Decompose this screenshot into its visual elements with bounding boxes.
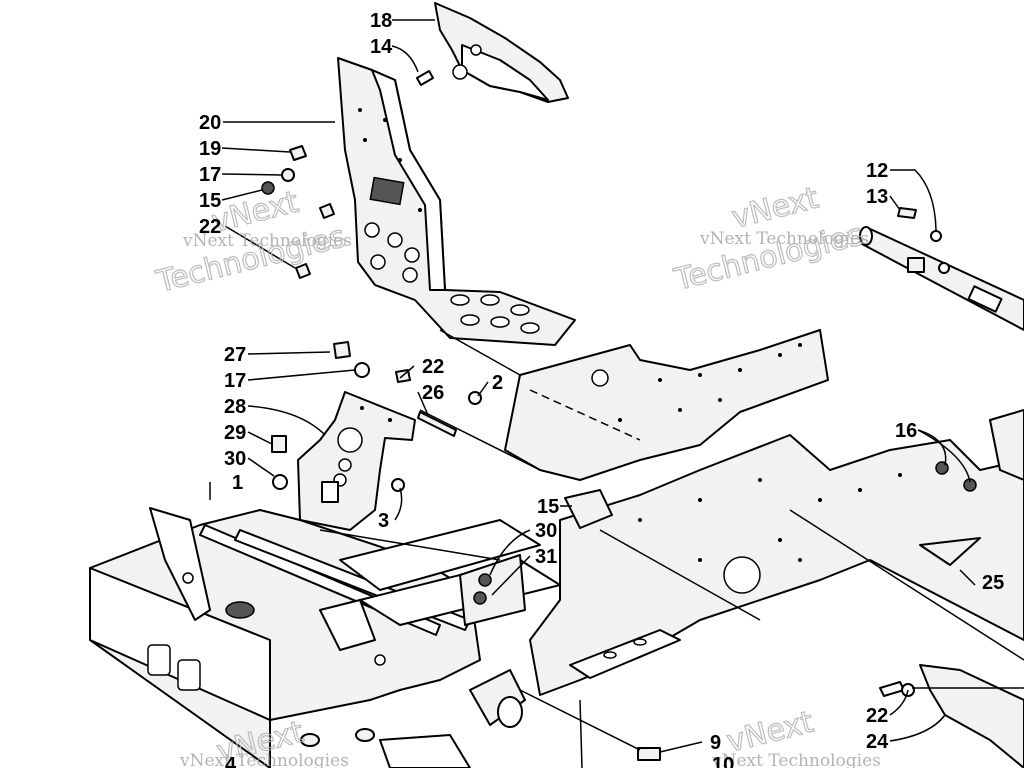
plate-fasteners: [261, 70, 435, 279]
callout-leaders: [209, 19, 976, 753]
motor-mount-bracket: [297, 391, 416, 531]
watermark-company-3: vNext Technologies: [179, 751, 349, 768]
callout-17-middle: 17: [224, 370, 246, 392]
steering-support-plate: [337, 57, 576, 346]
callout-29: 29: [224, 422, 246, 444]
callout-14: 14: [370, 36, 393, 58]
callout-12: 12: [866, 160, 888, 182]
callout-30-lower: 30: [535, 520, 557, 542]
callout-28: 28: [224, 396, 246, 418]
callout-3: 3: [378, 510, 389, 532]
callout-27: 27: [224, 344, 246, 366]
watermark-short-2: vNext: [728, 181, 822, 236]
callout-1: 1: [232, 472, 243, 494]
callout-25: 25: [982, 572, 1004, 594]
callout-10: 10: [712, 754, 734, 768]
callout-31: 31: [535, 546, 557, 568]
watermark-company-1: vNext Technologies: [182, 231, 352, 251]
callout-4: 4: [225, 754, 237, 768]
alignment-lines: [319, 329, 1024, 768]
callout-22-upper: 22: [199, 216, 221, 238]
callout-30-left: 30: [224, 448, 246, 470]
callout-13: 13: [866, 186, 888, 208]
callout-22-middle: 22: [422, 356, 444, 378]
lower-left-parts: [300, 728, 661, 768]
callout-labels: 18 14 20 19 17 15 22 12 13 27 17 22 26 2…: [199, 10, 1004, 768]
callout-2: 2: [492, 372, 503, 394]
callout-15-lower: 15: [537, 496, 559, 518]
callout-9: 9: [710, 732, 721, 754]
watermark-company-2: vNext Technologies: [699, 229, 869, 249]
callout-15-upper: 15: [199, 190, 221, 212]
callout-16: 16: [895, 420, 917, 442]
callout-26: 26: [422, 382, 444, 404]
tunnel-rails: [339, 489, 613, 728]
callout-18: 18: [370, 10, 392, 32]
watermarks: vNext Technologies Technologies vNext vN…: [152, 180, 881, 768]
watermark-company-4: vNext Technologies: [711, 751, 881, 768]
callout-24: 24: [866, 731, 889, 753]
callout-19: 19: [199, 138, 221, 160]
hood-bracket: [434, 2, 569, 103]
right-side-plate-lower: [529, 434, 1024, 696]
right-side-plate-upper: [504, 329, 829, 481]
callout-17-upper: 17: [199, 164, 221, 186]
callout-20: 20: [199, 112, 221, 134]
steering-post: [859, 207, 1024, 331]
callout-22-lower: 22: [866, 705, 888, 727]
lower-right-bracket: [879, 664, 1024, 768]
